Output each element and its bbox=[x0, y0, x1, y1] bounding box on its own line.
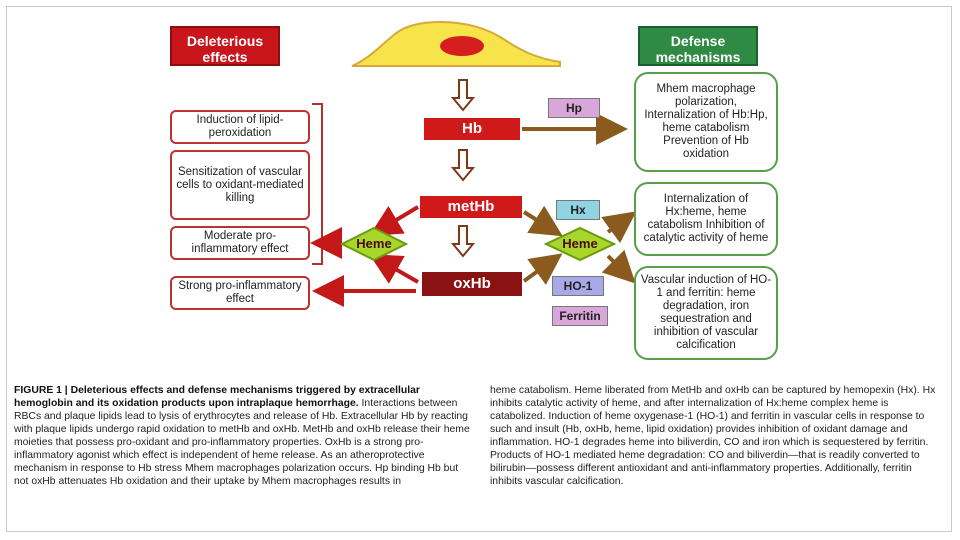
left-brace bbox=[312, 103, 323, 265]
down-arrow-3 bbox=[450, 225, 476, 258]
down-arrow-1 bbox=[450, 79, 476, 112]
heme-diamond-left bbox=[339, 226, 409, 262]
heme-label-left: Heme bbox=[356, 236, 392, 251]
arrow-methb-to-heme-right bbox=[522, 205, 563, 237]
oxhb-box: oxHb bbox=[422, 272, 522, 296]
effect-lipid-peroxidation: Induction of lipid-peroxidation bbox=[170, 110, 310, 144]
ferritin-tag: Ferritin bbox=[552, 306, 608, 326]
figure-frame bbox=[6, 6, 952, 532]
methb-box: metHb bbox=[420, 196, 522, 218]
defense-mhem: Mhem macrophage polarization, Internaliz… bbox=[634, 72, 778, 172]
arrow-heme-to-defense-3 bbox=[601, 249, 636, 284]
arrow-methb-to-heme bbox=[369, 205, 420, 237]
heme-label-right: Heme bbox=[562, 236, 598, 251]
nucleus-shape bbox=[440, 36, 484, 56]
caption-left: FIGURE 1 | Deleterious effects and defen… bbox=[14, 384, 474, 532]
heme-diamond-right bbox=[543, 226, 617, 262]
hx-tag: Hx bbox=[556, 200, 600, 220]
header-deleterious: Deleterious effects bbox=[170, 26, 280, 66]
arrow-heme-to-defense-2 bbox=[601, 211, 637, 244]
caption-right: heme catabolism. Heme liberated from Met… bbox=[490, 385, 936, 487]
hp-tag: Hp bbox=[548, 98, 600, 118]
defense-ho1: Vascular induction of HO-1 and ferritin:… bbox=[634, 266, 778, 360]
down-arrow-2 bbox=[450, 149, 476, 182]
effect-sensitization: Sensitization of vascular cells to oxida… bbox=[170, 150, 310, 220]
arrow-oxhb-to-heme-right bbox=[522, 253, 563, 285]
arrow-oxhb-to-heme bbox=[369, 254, 419, 284]
effect-strong: Strong pro-inflammatory effect bbox=[170, 276, 310, 310]
hb-box: Hb bbox=[424, 118, 520, 140]
header-defense: Defense mechanisms bbox=[638, 26, 758, 66]
effect-moderate: Moderate pro-inflammatory effect bbox=[170, 226, 310, 260]
defense-hx: Internalization of Hx:heme, heme catabol… bbox=[634, 182, 778, 256]
caption-title: FIGURE 1 | Deleterious effects and defen… bbox=[14, 385, 420, 409]
ho1-tag: HO-1 bbox=[552, 276, 604, 296]
caption-left-body: Interactions between RBCs and plaque lip… bbox=[14, 398, 470, 487]
